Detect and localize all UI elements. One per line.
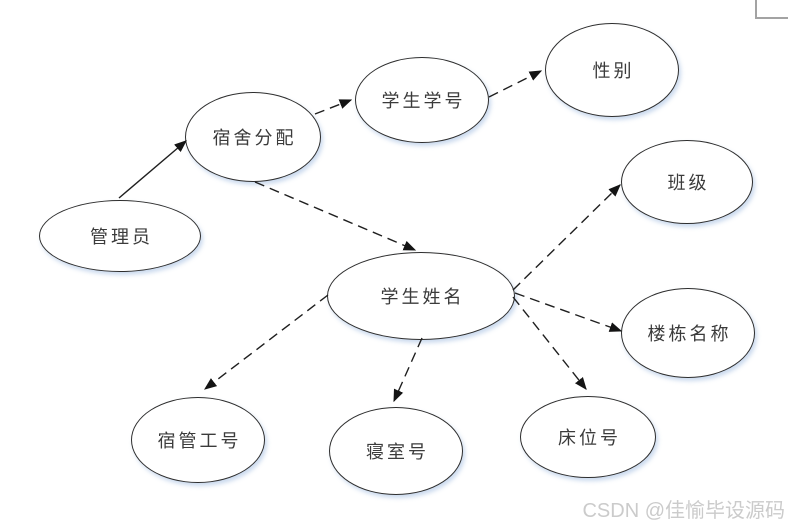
edge-student-name-to-dorm-manager-id xyxy=(203,294,329,390)
node-dorm-allocation: 宿舍分配 xyxy=(185,92,321,182)
node-room-number-label: 寝室号 xyxy=(366,442,429,462)
edge-student-name-to-room-number xyxy=(393,337,423,403)
node-student-id-label: 学生学号 xyxy=(381,91,466,111)
node-student-id: 学生学号 xyxy=(355,57,489,143)
edge-student-id-to-gender xyxy=(488,70,543,98)
csdn-watermark: CSDN @佳愉毕设源码 xyxy=(582,500,785,522)
node-class-label: 班级 xyxy=(667,173,710,193)
node-building-name: 楼栋名称 xyxy=(621,288,755,378)
edge-student-name-to-building-name xyxy=(514,292,623,332)
node-gender-label: 性别 xyxy=(592,61,635,81)
node-gender: 性别 xyxy=(545,23,679,117)
node-building-name-label: 楼栋名称 xyxy=(647,324,732,344)
node-class: 班级 xyxy=(621,140,753,224)
node-admin: 管理员 xyxy=(39,200,201,272)
node-student-name: 学生姓名 xyxy=(327,252,515,340)
edge-student-name-to-class xyxy=(512,184,621,291)
node-dorm-manager-id: 宿管工号 xyxy=(131,397,265,483)
node-admin-label: 管理员 xyxy=(90,227,153,247)
node-dorm-allocation-label: 宿舍分配 xyxy=(212,128,297,148)
node-dorm-manager-id-label: 宿管工号 xyxy=(157,431,242,451)
edge-admin-to-dorm-allocation xyxy=(118,140,187,199)
node-student-name-label: 学生姓名 xyxy=(380,287,465,307)
node-bed-number-label: 床位号 xyxy=(558,428,621,448)
clipped-corner-shape xyxy=(755,0,788,19)
node-room-number: 寝室号 xyxy=(329,407,463,495)
edge-student-name-to-bed-number xyxy=(512,296,587,390)
edge-dorm-allocation-to-student-id xyxy=(314,99,353,115)
node-bed-number: 床位号 xyxy=(520,396,656,478)
edge-dorm-allocation-to-student-name xyxy=(254,181,417,251)
